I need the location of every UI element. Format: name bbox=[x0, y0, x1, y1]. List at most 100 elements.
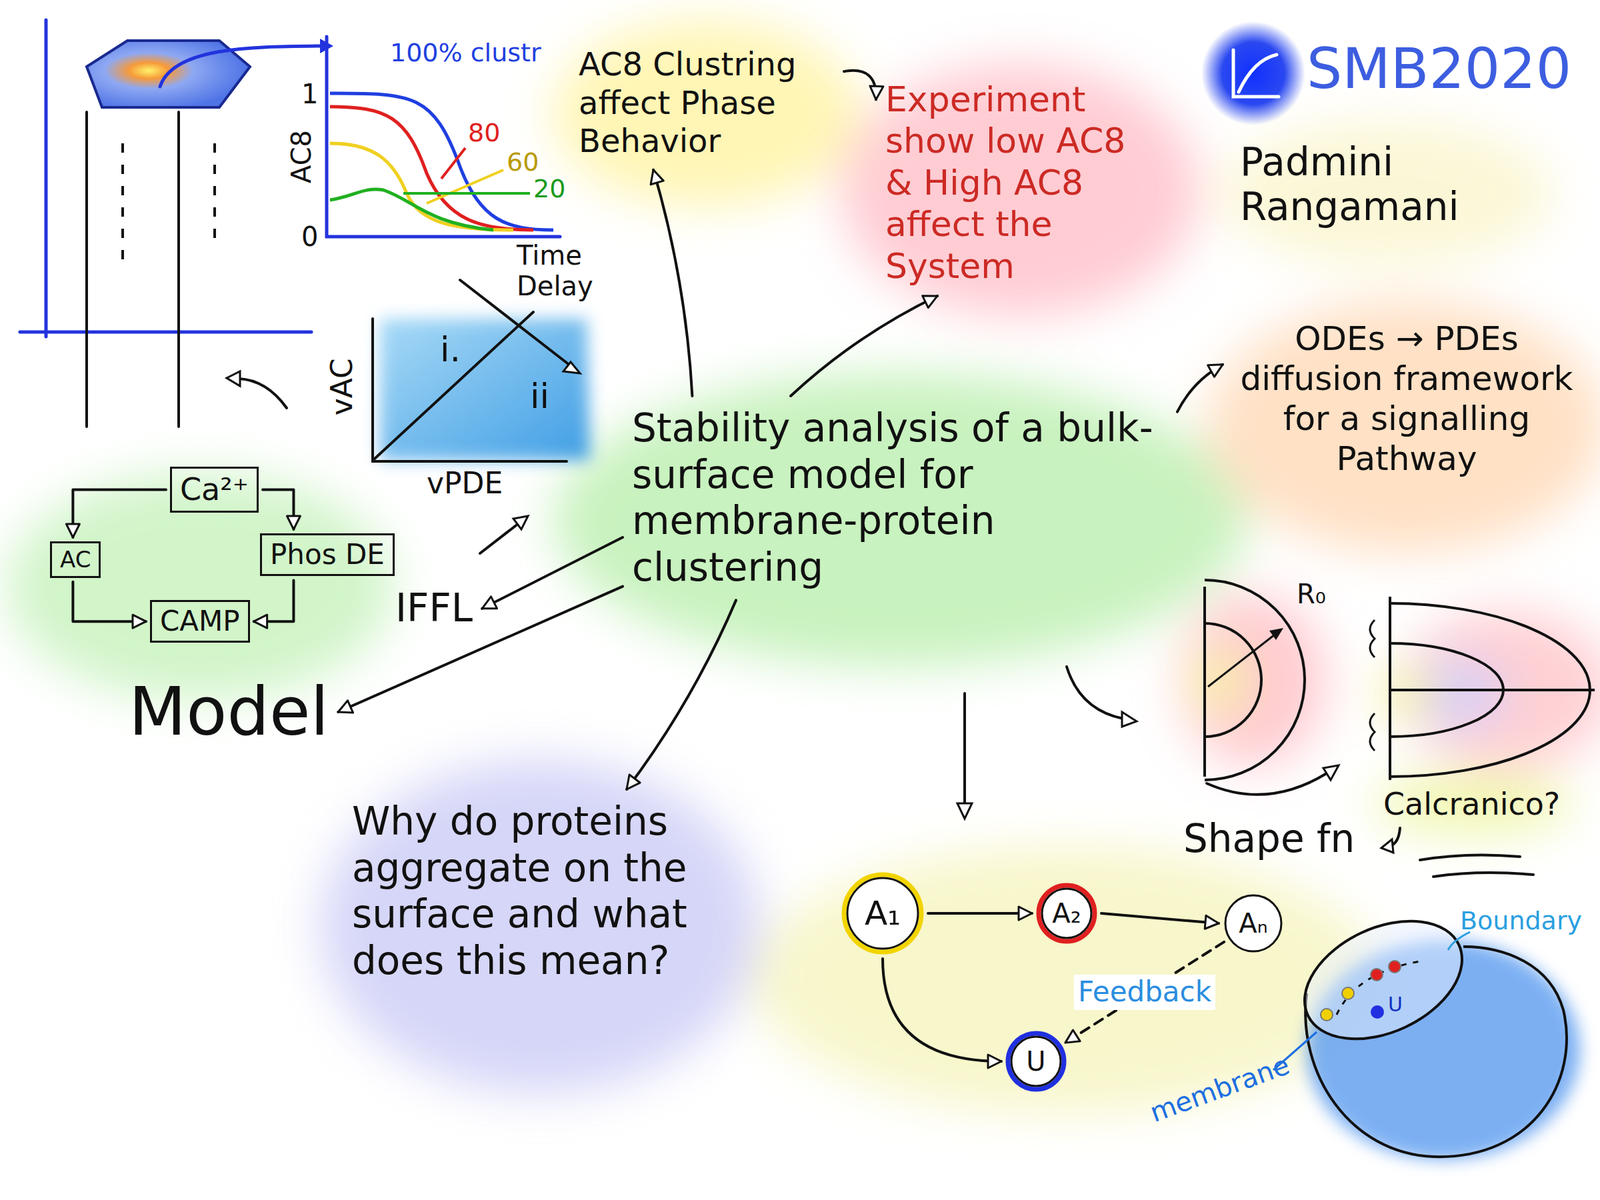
species-circle: A₂ bbox=[1036, 882, 1098, 944]
region-label: i. bbox=[440, 330, 461, 370]
central-topic: Stability analysis of a bulk-surface mod… bbox=[626, 400, 1174, 596]
arrowhead bbox=[286, 516, 300, 530]
connector bbox=[1177, 364, 1223, 412]
connector bbox=[790, 296, 938, 396]
node-text: ODEs → PDEs diffusion framework for a si… bbox=[1232, 318, 1582, 479]
species-box: CAMP bbox=[150, 600, 250, 643]
protein-dot bbox=[1388, 960, 1401, 973]
shape-axis bbox=[1390, 596, 1595, 780]
protein-dot bbox=[1320, 1008, 1333, 1021]
arrowhead bbox=[650, 170, 664, 185]
author-name: Padmini Rangamani bbox=[1240, 140, 1507, 229]
node-text: Ca²⁺ bbox=[180, 471, 249, 508]
axis-label: AC8 bbox=[286, 130, 317, 184]
radius-line bbox=[1208, 634, 1275, 687]
connector-line bbox=[790, 296, 938, 396]
leader-arrow bbox=[963, 693, 966, 804]
circle-border bbox=[847, 878, 918, 949]
circle-border bbox=[1225, 895, 1282, 952]
bracket bbox=[1370, 620, 1375, 751]
arrowhead bbox=[957, 803, 972, 819]
connector-line bbox=[482, 537, 623, 609]
arrowhead bbox=[1269, 628, 1284, 640]
circle-border bbox=[1011, 1036, 1061, 1086]
arrowhead bbox=[338, 700, 353, 713]
highlight-blob bbox=[553, 20, 860, 207]
tick-label: 1 bbox=[301, 78, 318, 110]
connector bbox=[72, 582, 146, 628]
species-label: U bbox=[1388, 993, 1403, 1017]
connector bbox=[650, 170, 692, 396]
connector bbox=[1101, 913, 1219, 929]
arrowhead bbox=[563, 362, 580, 374]
logo-symbol bbox=[1233, 50, 1279, 97]
leader-arrow bbox=[1206, 773, 1327, 795]
connector bbox=[338, 586, 623, 713]
shape-outline bbox=[1390, 603, 1590, 777]
highlight-blob bbox=[1193, 646, 1247, 714]
leader-arrow bbox=[238, 378, 287, 408]
arrowhead bbox=[922, 296, 938, 308]
title: SMB2020 bbox=[1306, 36, 1572, 102]
species-box: Ca²⁺ bbox=[170, 466, 259, 513]
curve bbox=[330, 93, 554, 230]
axis bbox=[20, 20, 312, 337]
protein-dot bbox=[1370, 968, 1383, 981]
node-text: AC bbox=[60, 546, 91, 574]
highlight-blob bbox=[1373, 773, 1574, 834]
connector-line bbox=[626, 600, 736, 790]
species-circle: U bbox=[1005, 1030, 1067, 1092]
radius-label: R₀ bbox=[1296, 578, 1326, 610]
highlight-blob bbox=[840, 63, 1200, 317]
node-text: A₁ bbox=[864, 893, 901, 934]
species-box: AC bbox=[50, 541, 101, 578]
series-label: 100% clustr bbox=[390, 38, 542, 68]
node-text: Aₙ bbox=[1238, 907, 1268, 940]
highlight-blob bbox=[1380, 666, 1434, 720]
shape-outline bbox=[1204, 580, 1305, 780]
topic-note: AC8 Clustring affect Phase Behavior bbox=[573, 40, 840, 166]
axis-label: vPDE bbox=[426, 466, 503, 501]
arrowhead bbox=[1122, 712, 1137, 727]
circle-ring bbox=[1038, 885, 1095, 942]
question-note: Why do proteins aggregate on the surface… bbox=[346, 793, 720, 990]
series-label: 80 bbox=[468, 118, 500, 148]
arrowhead bbox=[626, 774, 640, 790]
scribble bbox=[1420, 854, 1534, 877]
node-text: AC8 Clustring affect Phase Behavior bbox=[578, 45, 835, 161]
connector-line bbox=[653, 170, 692, 396]
arrowhead bbox=[66, 524, 80, 538]
curve bbox=[330, 106, 534, 230]
arrowhead bbox=[1065, 1030, 1080, 1043]
node-text: CAMP bbox=[160, 604, 240, 638]
connector bbox=[254, 580, 294, 628]
curve bbox=[330, 189, 494, 230]
arrowhead bbox=[132, 614, 146, 628]
topic-note: IFFL bbox=[390, 580, 478, 638]
highlight-blob bbox=[553, 373, 1247, 667]
connector-line bbox=[254, 580, 294, 622]
circle-border bbox=[1042, 888, 1092, 938]
connector bbox=[482, 537, 623, 609]
highlight-blob bbox=[1206, 300, 1600, 554]
arrowhead bbox=[870, 86, 884, 100]
connector-line bbox=[882, 958, 1002, 1062]
column-line bbox=[86, 112, 179, 427]
circle-ring bbox=[1008, 1033, 1064, 1090]
series-label: 60 bbox=[506, 148, 539, 178]
connector-line bbox=[928, 912, 1032, 915]
node-text: A₂ bbox=[1052, 897, 1081, 930]
connector bbox=[1065, 942, 1224, 1043]
series-label: 20 bbox=[533, 174, 566, 204]
topic-note: ODEs → PDEs diffusion framework for a si… bbox=[1226, 313, 1587, 484]
connector-line bbox=[338, 586, 623, 712]
arrowhead bbox=[1323, 765, 1339, 780]
note: Calcranico? bbox=[1383, 786, 1560, 822]
arrowhead bbox=[513, 516, 528, 530]
node-text: Model bbox=[128, 672, 329, 752]
connector bbox=[66, 490, 166, 538]
arrowhead bbox=[254, 614, 268, 628]
connector bbox=[928, 906, 1032, 920]
leader-line bbox=[426, 170, 504, 204]
species-circle: A₁ bbox=[841, 872, 924, 955]
